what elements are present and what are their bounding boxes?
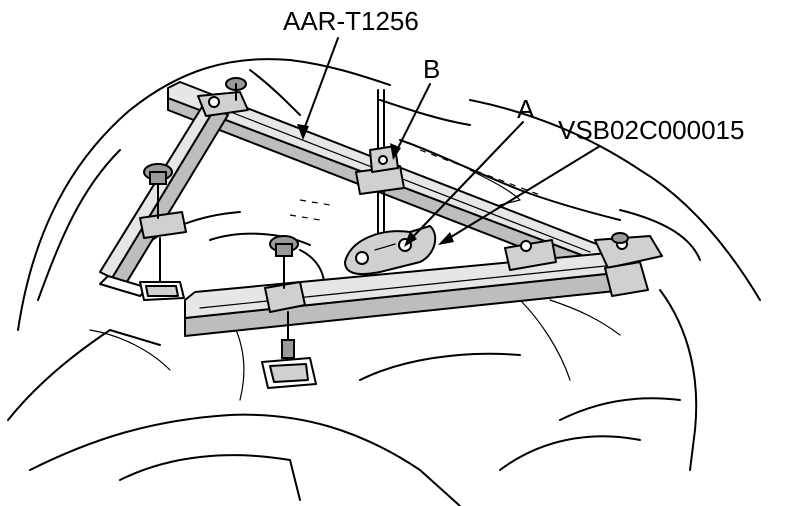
support-feet bbox=[139, 77, 629, 389]
label-tool-vsb02c000015: VSB02C000015 bbox=[558, 115, 745, 145]
label-tool-aar-t1256: AAR-T1256 bbox=[283, 6, 419, 36]
label-callout-a: A bbox=[517, 94, 535, 124]
hook-rod-b bbox=[355, 89, 405, 251]
beam-clamps bbox=[139, 91, 663, 313]
engine-hanger-a bbox=[344, 225, 437, 276]
label-callout-b: B bbox=[423, 54, 441, 84]
callout-leaders bbox=[297, 37, 601, 247]
left-cross-beam bbox=[99, 101, 229, 297]
